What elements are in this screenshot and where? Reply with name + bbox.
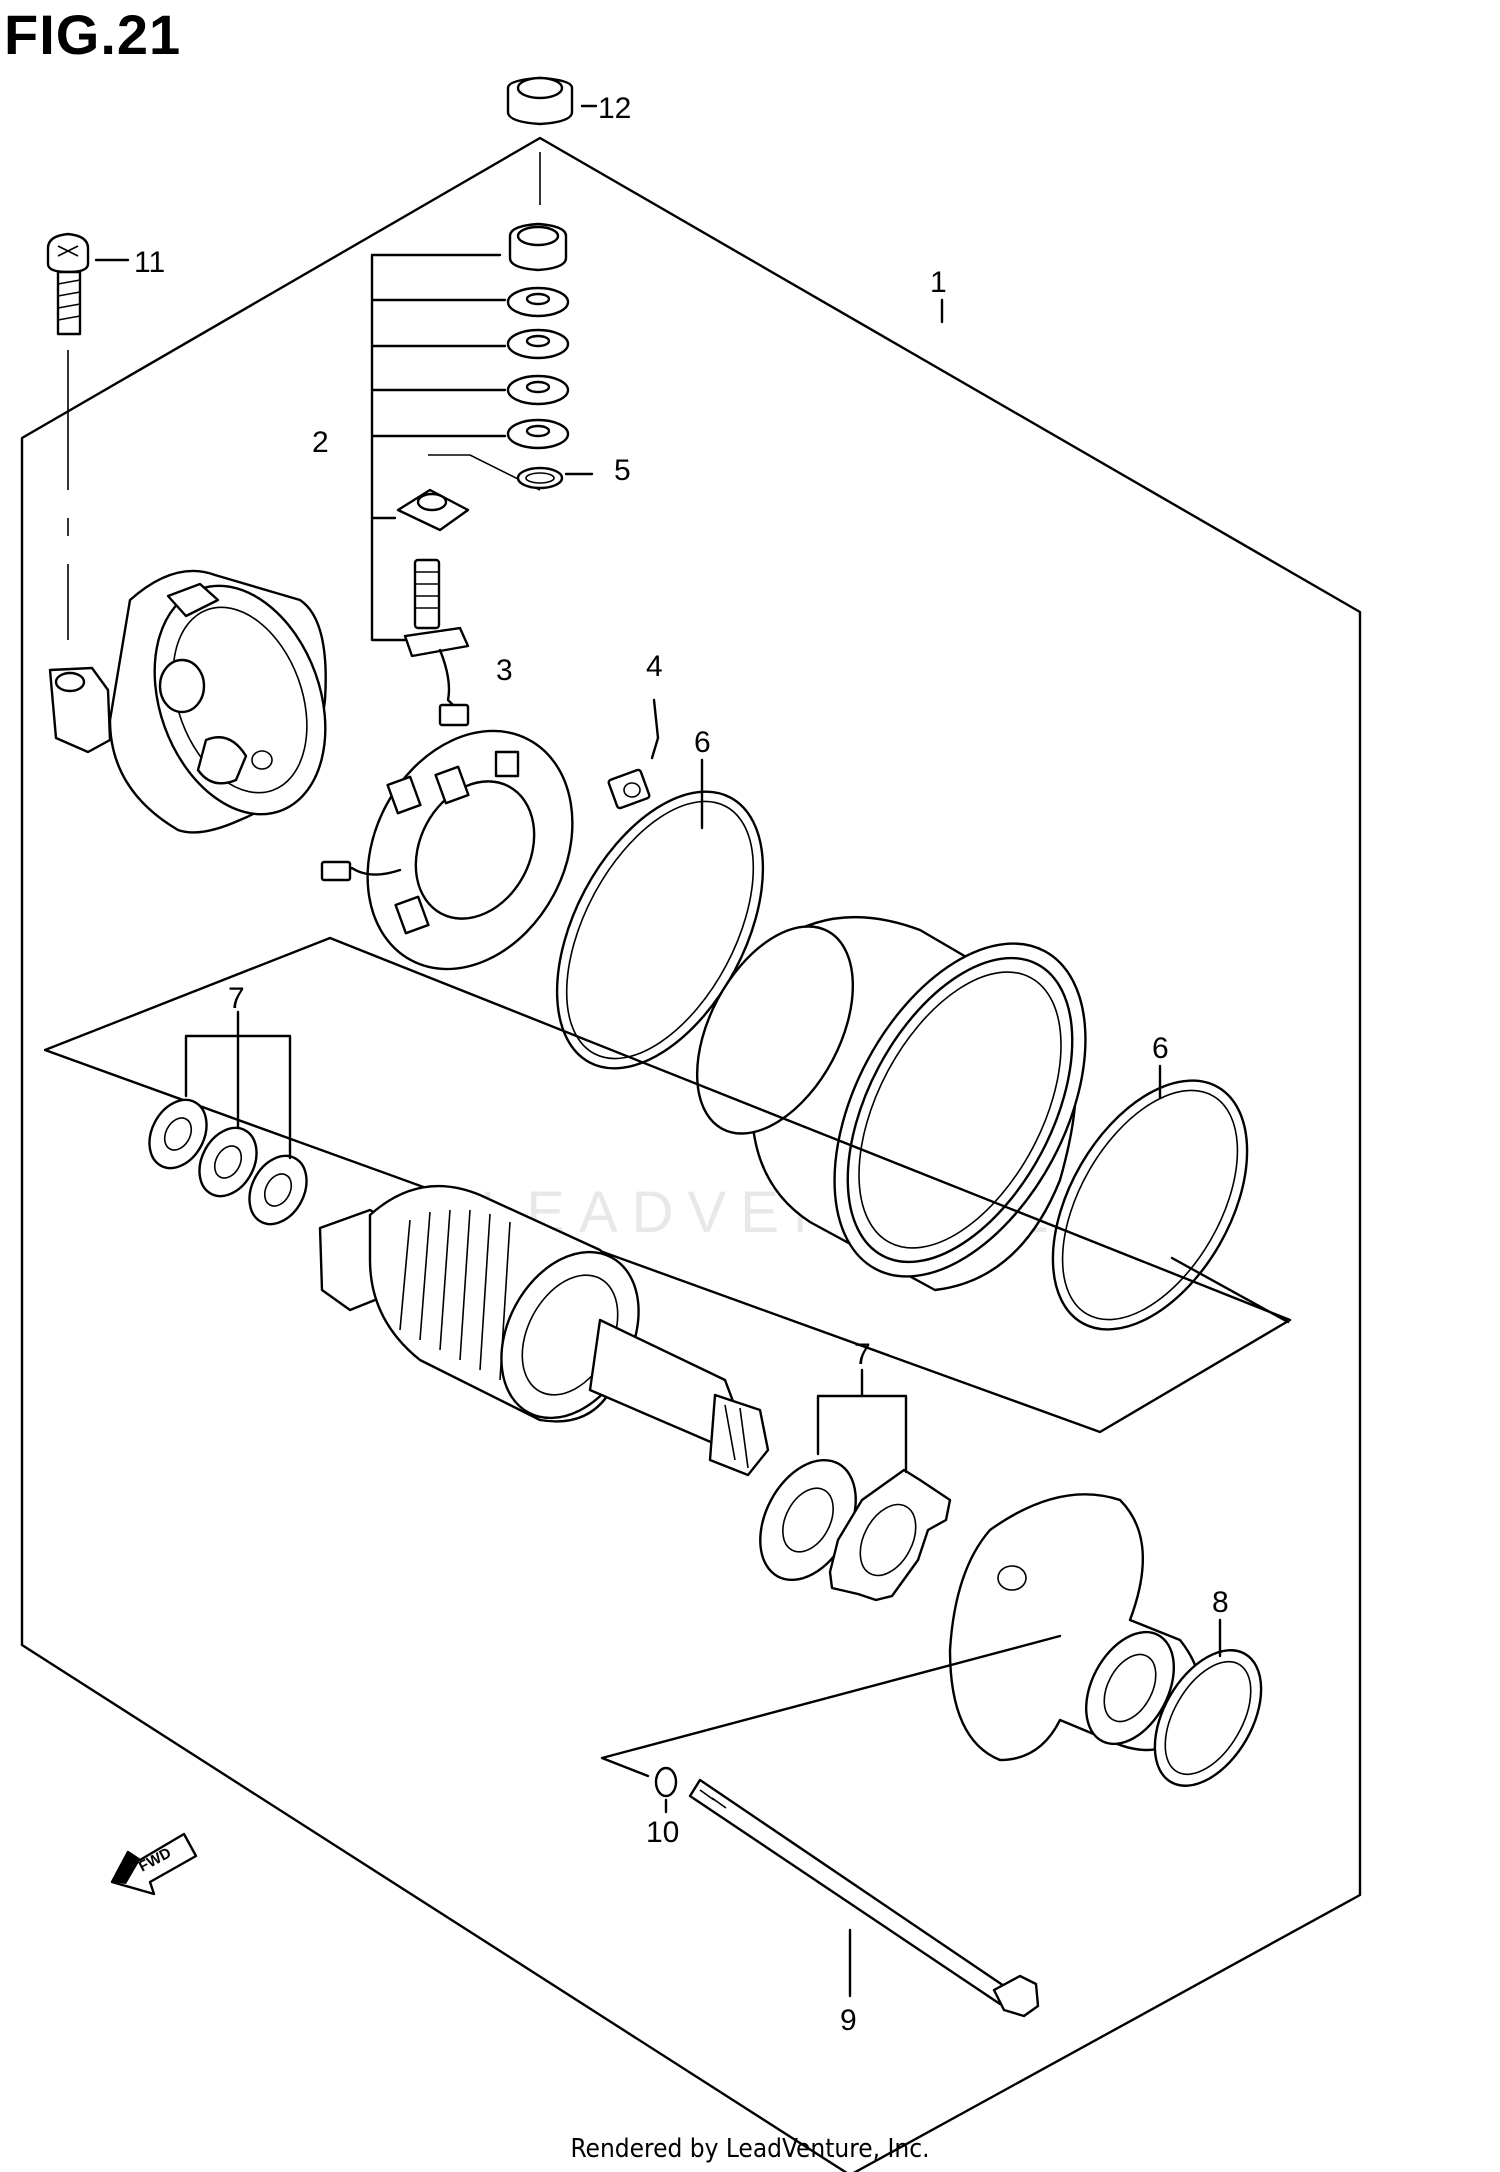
callout-12: 12: [598, 92, 631, 125]
part-2-terminal-kit: [370, 222, 570, 727]
callout-4: 4: [646, 650, 663, 683]
callout-11: 11: [134, 246, 165, 279]
callout-10: 10: [646, 1816, 679, 1849]
callout-5: 5: [614, 454, 631, 487]
callout-6-upper: 6: [694, 726, 711, 759]
callout-6-lower: 6: [1152, 1032, 1169, 1065]
callout-7-right: 7: [854, 1338, 871, 1371]
part-10-o-ring: [600, 1634, 1062, 1814]
fwd-direction-arrow: FWD: [110, 1832, 198, 1896]
callout-labels: 1 2 3 4 5 6 6 7 7 8 9 10 11 12: [134, 92, 1229, 2037]
footer-credit: Rendered by LeadVenture, Inc.: [570, 2134, 930, 2164]
assembly-boundary: [20, 136, 1362, 2172]
part-9-through-bolt: [688, 1778, 1040, 2018]
armature-group-boundary: [43, 936, 1292, 1434]
callout-8: 8: [1212, 1586, 1229, 1619]
callout-3: 3: [496, 654, 513, 687]
part-4-brush: [607, 698, 660, 810]
callout-9: 9: [840, 2004, 857, 2037]
part-8-o-ring: [1153, 1618, 1263, 1787]
part-11-screw: [46, 232, 130, 640]
part-6-o-ring-upper: [555, 758, 765, 1070]
part-3-brush-holder: [320, 729, 574, 971]
callout-1: 1: [930, 266, 947, 299]
part-6-o-ring-lower: [1051, 1064, 1290, 1331]
part-7-washers-right: [759, 1368, 952, 1602]
yoke-housing: [695, 916, 1087, 1292]
callout-7-left: 7: [228, 982, 245, 1015]
part-7-washers-left: [148, 1010, 308, 1226]
part-5-o-ring: [516, 466, 594, 490]
figure-title: FIG.21: [4, 3, 182, 66]
callout-2: 2: [312, 426, 329, 459]
part-12-nut: [506, 76, 598, 126]
rear-cover-housing: [48, 569, 327, 834]
armature: [318, 1184, 770, 1477]
